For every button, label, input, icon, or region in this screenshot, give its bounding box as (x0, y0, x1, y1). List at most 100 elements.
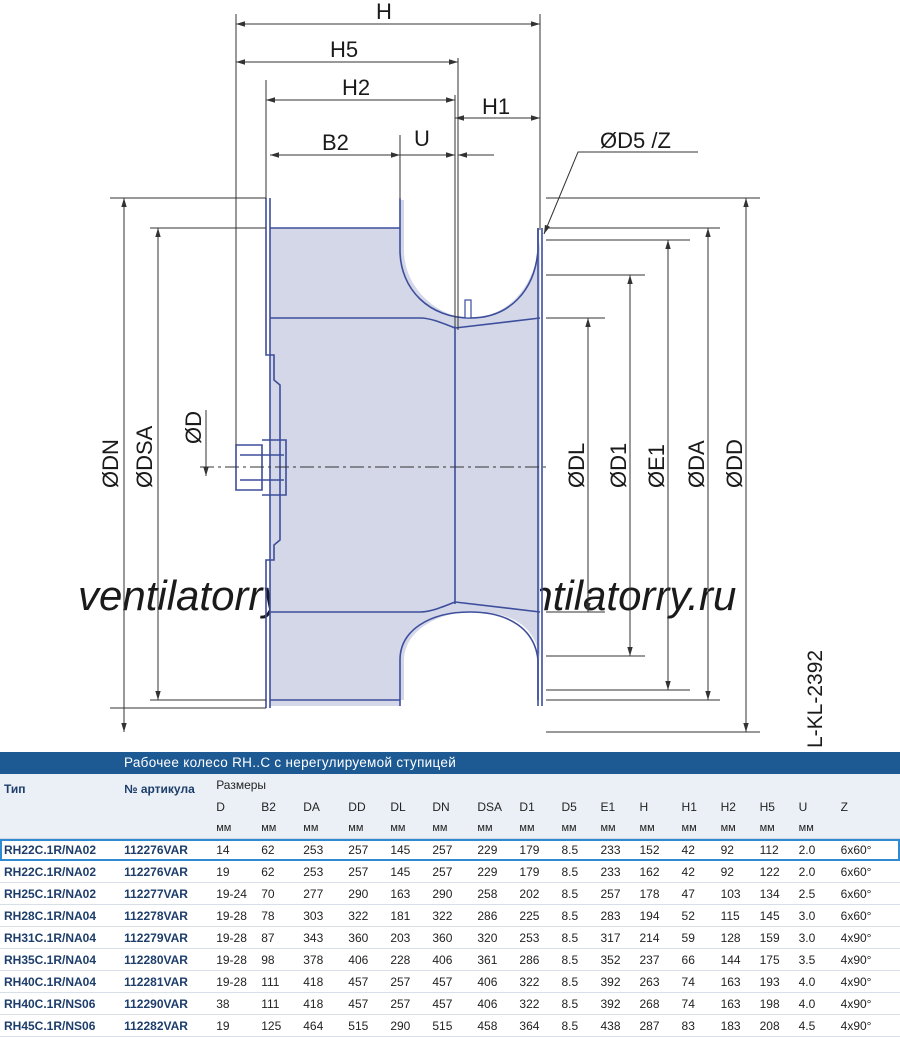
label-H2: H2 (342, 75, 370, 100)
cell-dl: 290 (386, 1015, 428, 1037)
header-dim-h5: H5 (756, 796, 795, 817)
table-row[interactable]: RH45C.1R/NS06112282VAR191254645152905154… (0, 1015, 900, 1037)
cell-dn: 457 (428, 971, 473, 993)
cell-dn: 457 (428, 993, 473, 1015)
cell-dd: 457 (344, 971, 386, 993)
table-row[interactable]: RH28C.1R/NA04112278VAR19-287830332218132… (0, 905, 900, 927)
table-row[interactable]: RH35C.1R/NA04112280VAR19-289837840622840… (0, 949, 900, 971)
table-row[interactable]: RH22C.1R/NA02112276VAR146225325714525722… (0, 839, 900, 861)
cell-u: 3.0 (795, 905, 837, 927)
cell-z: 6x60° (837, 905, 900, 927)
cell-z: 6x60° (837, 883, 900, 905)
cell-e1: 392 (596, 993, 635, 1015)
table-header: Тип № артикула Размеры DB2DADDDLDNDSAD1D… (0, 774, 900, 839)
header-dim-d1: D1 (515, 796, 557, 817)
cell-u: 3.5 (795, 949, 837, 971)
cell-d1: 322 (515, 971, 557, 993)
cell-dsa: 406 (473, 971, 515, 993)
cell-h5: 134 (756, 883, 795, 905)
cell-d5: 8.5 (557, 927, 596, 949)
cell-h5: 112 (756, 839, 795, 861)
cell-article: 112276VAR (120, 839, 212, 861)
cell-z: 6x60° (837, 839, 900, 861)
header-unit: мм (257, 817, 299, 839)
cell-h5: 175 (756, 949, 795, 971)
cell-dd: 457 (344, 993, 386, 1015)
cell-dn: 322 (428, 905, 473, 927)
cell-b2: 125 (257, 1015, 299, 1037)
cell-d: 19-24 (212, 883, 257, 905)
table-row[interactable]: RH25C.1R/NA02112277VAR19-247027729016329… (0, 883, 900, 905)
header-dim-dd: DD (344, 796, 386, 817)
label-H: H (376, 0, 392, 24)
header-dim-b2: B2 (257, 796, 299, 817)
cell-dsa: 458 (473, 1015, 515, 1037)
table-title: Рабочее колесо RH..C с нерегулируемой ст… (0, 752, 900, 774)
spec-table: Тип № артикула Размеры DB2DADDDLDNDSAD1D… (0, 774, 900, 1037)
cell-h2: 163 (717, 971, 756, 993)
table-row[interactable]: RH31C.1R/NA04112279VAR19-288734336020336… (0, 927, 900, 949)
cell-e1: 317 (596, 927, 635, 949)
cell-d: 19-28 (212, 905, 257, 927)
cell-h2: 144 (717, 949, 756, 971)
cell-d1: 286 (515, 949, 557, 971)
impeller-technical-drawing: ventilatorry.ru ventilatorry.ru (0, 0, 900, 752)
header-dim-dn: DN (428, 796, 473, 817)
header-unit: мм (678, 817, 717, 839)
cell-h2: 103 (717, 883, 756, 905)
cell-h: 152 (636, 839, 678, 861)
cell-h1: 52 (678, 905, 717, 927)
cell-h1: 66 (678, 949, 717, 971)
label-U: U (414, 126, 430, 151)
table-row[interactable]: RH40C.1R/NS06112290VAR381114184572574574… (0, 993, 900, 1015)
cell-h1: 74 (678, 993, 717, 1015)
label-D1: ØD1 (606, 443, 631, 488)
cell-dl: 181 (386, 905, 428, 927)
header-dim-z: Z (837, 796, 900, 817)
table-row[interactable]: RH22C.1R/NA02112276VAR196225325714525722… (0, 861, 900, 883)
header-unit: мм (473, 817, 515, 839)
header-article: № артикула (120, 774, 212, 839)
cell-d1: 225 (515, 905, 557, 927)
cell-u: 4.0 (795, 993, 837, 1015)
cell-da: 378 (299, 949, 344, 971)
cell-h1: 42 (678, 839, 717, 861)
cell-dn: 290 (428, 883, 473, 905)
cell-b2: 98 (257, 949, 299, 971)
header-unit: мм (212, 817, 257, 839)
cell-b2: 78 (257, 905, 299, 927)
header-unit: мм (636, 817, 678, 839)
cell-u: 2.0 (795, 861, 837, 883)
header-unit: мм (344, 817, 386, 839)
cell-h5: 145 (756, 905, 795, 927)
cell-d: 19-28 (212, 949, 257, 971)
table-row[interactable]: RH40C.1R/NA04112281VAR19-281114184572574… (0, 971, 900, 993)
spec-section: Рабочее колесо RH..C с нерегулируемой ст… (0, 752, 900, 1037)
label-D: ØD (181, 411, 206, 444)
cell-dn: 406 (428, 949, 473, 971)
cell-h2: 92 (717, 839, 756, 861)
header-dim-u: U (795, 796, 837, 817)
cell-article: 112281VAR (120, 971, 212, 993)
header-dim-e1: E1 (596, 796, 635, 817)
cell-dn: 257 (428, 839, 473, 861)
cell-d1: 179 (515, 861, 557, 883)
cell-dn: 515 (428, 1015, 473, 1037)
cell-d5: 8.5 (557, 1015, 596, 1037)
cell-dsa: 406 (473, 993, 515, 1015)
cell-d1: 253 (515, 927, 557, 949)
header-unit: мм (756, 817, 795, 839)
cell-e1: 233 (596, 861, 635, 883)
header-unit: мм (515, 817, 557, 839)
header-dim-dsa: DSA (473, 796, 515, 817)
cell-dn: 257 (428, 861, 473, 883)
cell-dd: 257 (344, 839, 386, 861)
cell-dsa: 361 (473, 949, 515, 971)
cell-h: 162 (636, 861, 678, 883)
cell-h: 178 (636, 883, 678, 905)
cell-dsa: 229 (473, 839, 515, 861)
cell-dsa: 286 (473, 905, 515, 927)
cell-h2: 115 (717, 905, 756, 927)
cell-article: 112279VAR (120, 927, 212, 949)
cell-dd: 360 (344, 927, 386, 949)
